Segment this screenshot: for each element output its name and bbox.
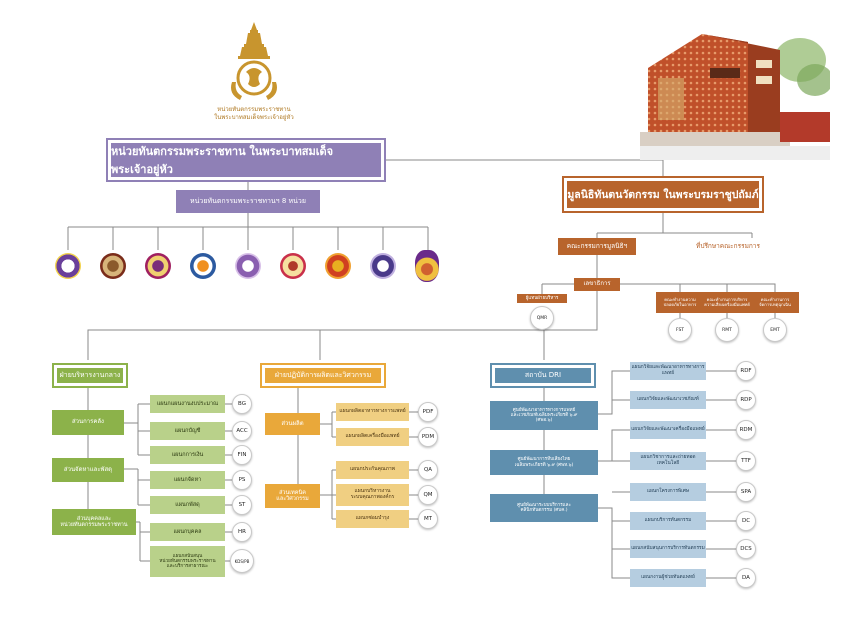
dri-item-rdp: แผนกวิจัยและพัฒนาเวชภัณฑ์ (630, 391, 706, 409)
admin-code-kds: KDS/PB (230, 549, 254, 573)
emblem-caption-line1: หน่วยทันตกรรมพระราชทาน (217, 106, 291, 113)
admin-item-kds: แผนกสนับสนุน หน่วยทันตกรรมพระราชทาน และบ… (150, 546, 225, 577)
production-code-qm: QM (418, 485, 438, 505)
building-photo (640, 20, 833, 160)
foundation-board: คณะกรรมการมูลนิธิฯ (558, 238, 636, 255)
committee-emt: คณะทำงานการ จัดการเหตุฉุกเฉิน (751, 292, 799, 313)
qmr-code: QMR (530, 306, 554, 330)
production-division-title: ฝ่ายปฏิบัติการผลิตและวิศวกรรม (265, 368, 381, 383)
admin-item-ps: แผนกจัดหา (150, 471, 225, 489)
production-code-mt: MT (418, 509, 438, 529)
logo-4 (190, 253, 216, 279)
logo-6 (280, 253, 306, 279)
admin-section-personnel: ส่วนบุคคลและ หน่วยทันตกรรมพระราชทาน (52, 509, 136, 535)
dri-code-da: DA (736, 568, 756, 588)
foundation-title-text: มูลนิธิทันตนวัตกรรม ในพระบรมราชูปถัมภ์ (567, 181, 759, 208)
logo-8 (370, 253, 396, 279)
admin-code-fin: FIN (232, 445, 252, 465)
royal-dental-unit-title-text: หน่วยทันตกรรมพระราชทาน ในพระบาทสมเด็จพระ… (111, 143, 381, 177)
admin-item-bg: แผนกแผนงานงบประมาณ (150, 395, 225, 413)
logo-7 (325, 253, 351, 279)
dri-center-thai-sound: ศูนย์พัฒนาการหีบเสียงไทย เฉลิมพระเกียรติ… (490, 450, 598, 475)
admin-item-st: แผนกพัสดุ (150, 496, 225, 514)
admin-item-acc: แผนกบัญชี (150, 422, 225, 440)
production-section-manufacturing: ส่วนผลิต (265, 413, 320, 435)
admin-code-hr: HR (232, 522, 252, 542)
qmr-label: ผู้แทนฝ่ายบริหาร (517, 294, 567, 303)
admin-section-finance: ส่วนการคลัง (52, 410, 124, 435)
admin-item-hr: แผนกบุคคล (150, 523, 225, 541)
production-item-mt: แผนกซ่อมบำรุง (336, 510, 409, 528)
royal-emblem (226, 20, 282, 106)
production-section-engineering: ส่วนเทคนิค และวิศวกรรม (265, 484, 320, 508)
production-item-qa: แผนกประกันคุณภาพ (336, 461, 409, 479)
admin-section-procurement: ส่วนจัดหาและพัสดุ (52, 458, 124, 482)
dri-code-rdm: RDM (736, 420, 756, 440)
dri-code-dcs: DCS (736, 539, 756, 559)
dri-item-dcs: แผนกสนับสนุนการบริการทันตกรรม (630, 540, 706, 558)
dri-item-dc: แผนกบริการทันตกรรม (630, 512, 706, 530)
dri-code-rdf: RDF (736, 361, 756, 381)
dri-item-rdm: แผนกวิจัยและพัฒนาเครื่องมือแพทย์ (630, 421, 706, 439)
production-division-header: ฝ่ายปฏิบัติการผลิตและวิศวกรรม (260, 363, 386, 388)
dri-center-medical-food: ศูนย์พัฒนาอาหารทางการแพทย์ และเวชภัณฑ์เฉ… (490, 401, 598, 430)
committee-code-rmt: RMT (715, 318, 739, 342)
dri-item-spa: แผนกโครงการพิเศษ (630, 483, 706, 501)
dri-header: สถาบัน DRI (490, 363, 596, 388)
committee-fst: คณะทำงานความ ปลอดภัยในอาหาร (656, 292, 704, 313)
dri-code-rdp: RDP (736, 390, 756, 410)
dri-code-spa: SPA (736, 482, 756, 502)
advisors-label: ที่ปรึกษาคณะกรรมการ (696, 241, 760, 250)
committee-rmt: คณะทำงานการบริหาร ความเสี่ยงเครื่องมือแพ… (703, 292, 751, 313)
admin-code-ps: PS (232, 470, 252, 490)
dri-item-ttf: แผนกวิชาการและถ่ายทอดเทคโนโลยี (630, 452, 706, 470)
production-item-pdf: แผนกผลิตอาหารทางการแพทย์ (336, 403, 409, 421)
dental-units-label: หน่วยทันตกรรมพระราชทานฯ 8 หน่วย (176, 190, 320, 213)
logo-3 (145, 253, 171, 279)
production-code-pdm: PDM (418, 427, 438, 447)
emblem-caption-line2: ในพระบาทสมเด็จพระเจ้าอยู่หัว (214, 114, 294, 122)
logo-9 (415, 250, 439, 282)
royal-emblem-icon (231, 22, 277, 100)
dri-code-dc: DC (736, 511, 756, 531)
dri-title: สถาบัน DRI (495, 368, 591, 383)
secretary-general: เลขาธิการ (574, 278, 620, 291)
admin-division-title: ฝ่ายบริหารงานกลาง (57, 368, 123, 383)
foundation-title: มูลนิธิทันตนวัตกรรม ในพระบรมราชูปถัมภ์ (562, 176, 764, 213)
dri-item-da: แผนกงานผู้ช่วยทันตแพทย์ (630, 569, 706, 587)
admin-item-fin: แผนกการเงิน (150, 446, 225, 464)
production-item-pdm: แผนกผลิตเครื่องมือแพทย์ (336, 428, 409, 446)
emblem-caption: หน่วยทันตกรรมพระราชทาน ในพระบาทสมเด็จพระ… (190, 106, 318, 122)
production-item-qm: แผนกบริหารงาน ระบบคุณภาพองค์กร (336, 484, 409, 506)
committee-code-fst: FST (668, 318, 692, 342)
logo-1 (55, 253, 81, 279)
admin-code-bg: BG (232, 394, 252, 414)
dri-item-rdf: แผนกวิจัยและพัฒนาอาหารทางการแพทย์ (630, 362, 706, 380)
admin-code-st: ST (232, 495, 252, 515)
admin-code-acc: ACC (232, 421, 252, 441)
dri-center-dental-service: ศูนย์พัฒนาระบบบริการและ คลินิกทันตกรรม (… (490, 494, 598, 522)
logo-2 (100, 253, 126, 279)
production-code-pdf: PDF (418, 402, 438, 422)
royal-dental-unit-title: หน่วยทันตกรรมพระราชทาน ในพระบาทสมเด็จพระ… (106, 138, 386, 182)
admin-division-header: ฝ่ายบริหารงานกลาง (52, 363, 128, 388)
production-code-qa: QA (418, 460, 438, 480)
logo-5 (235, 253, 261, 279)
committee-code-emt: EMT (763, 318, 787, 342)
dri-code-ttf: TTF (736, 451, 756, 471)
